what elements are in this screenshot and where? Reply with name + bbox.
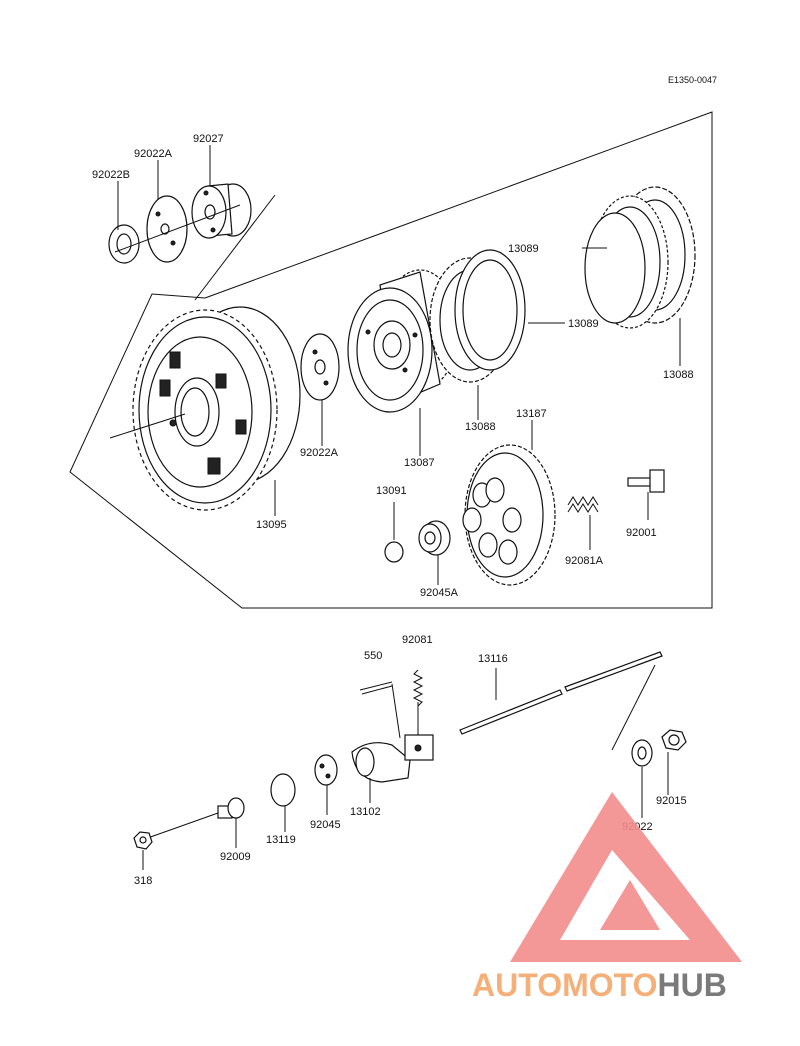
label-92045A: 92045A bbox=[420, 587, 459, 599]
guide-line bbox=[194, 194, 276, 301]
watermark-logo bbox=[510, 792, 742, 962]
label-92022A-mid: 92022A bbox=[300, 447, 339, 459]
bushing-92027 bbox=[191, 183, 252, 239]
label-13089-b: 13089 bbox=[568, 318, 599, 330]
watermark-text: AUTOMOTOHUB bbox=[472, 967, 727, 1003]
watermark-brand-part2: HUB bbox=[657, 967, 726, 1003]
watermark-brand-part1: AUTOMOTO bbox=[472, 967, 657, 1003]
label-13088-a: 13088 bbox=[663, 369, 694, 381]
oil-seal-92045 bbox=[314, 754, 338, 786]
label-13091: 13091 bbox=[376, 485, 407, 497]
leader-lines bbox=[117, 145, 681, 870]
plate-13119 bbox=[270, 773, 296, 807]
bolt-92009 bbox=[217, 797, 245, 819]
steel-plate-13089-right bbox=[584, 195, 669, 329]
label-13095: 13095 bbox=[256, 519, 287, 531]
plate-92022A-top bbox=[146, 195, 188, 263]
label-92015: 92015 bbox=[656, 795, 687, 807]
nut-92015 bbox=[661, 729, 687, 751]
label-92081: 92081 bbox=[402, 634, 433, 646]
label-92022B: 92022B bbox=[92, 169, 130, 181]
label-13087: 13087 bbox=[404, 457, 435, 469]
label-13119: 13119 bbox=[266, 834, 296, 846]
reference-code: E1350-0047 bbox=[668, 75, 717, 85]
label-13088-b: 13088 bbox=[465, 421, 496, 433]
cap-13091 bbox=[384, 541, 404, 563]
assembly-boundary bbox=[69, 111, 713, 609]
bolt-92001 bbox=[627, 469, 665, 493]
release-lever-13102 bbox=[351, 734, 434, 783]
label-92045: 92045 bbox=[310, 819, 341, 831]
washer-92022 bbox=[631, 739, 653, 767]
guide-line bbox=[611, 664, 656, 751]
spring-92081 bbox=[412, 669, 424, 707]
label-92022A-top: 92022A bbox=[134, 148, 173, 160]
steel-plate-13089-mid bbox=[454, 249, 526, 371]
nut-318 bbox=[133, 831, 153, 850]
label-92001: 92001 bbox=[626, 527, 657, 539]
clutch-housing-13095 bbox=[132, 306, 301, 511]
guide-line bbox=[114, 204, 241, 253]
label-13187: 13187 bbox=[516, 408, 547, 420]
label-318: 318 bbox=[134, 875, 152, 887]
label-13102: 13102 bbox=[350, 806, 381, 818]
label-92009: 92009 bbox=[220, 851, 251, 863]
pushrod-13116 bbox=[459, 651, 663, 735]
label-92027: 92027 bbox=[193, 133, 224, 145]
plate-92022A-mid bbox=[300, 333, 340, 401]
spring-92081A bbox=[567, 496, 599, 513]
cotter-pin-550 bbox=[359, 681, 401, 739]
washer-92022B bbox=[108, 224, 140, 264]
guide-line bbox=[109, 413, 186, 439]
label-550: 550 bbox=[364, 650, 382, 662]
guide-line bbox=[141, 812, 219, 841]
label-13116: 13116 bbox=[478, 653, 508, 665]
label-13089-a: 13089 bbox=[508, 243, 539, 255]
watermark-triangle-core bbox=[600, 880, 660, 930]
pressure-plate-13187 bbox=[462, 444, 556, 586]
bearing-92045A bbox=[418, 520, 451, 556]
label-92081A: 92081A bbox=[565, 555, 604, 567]
